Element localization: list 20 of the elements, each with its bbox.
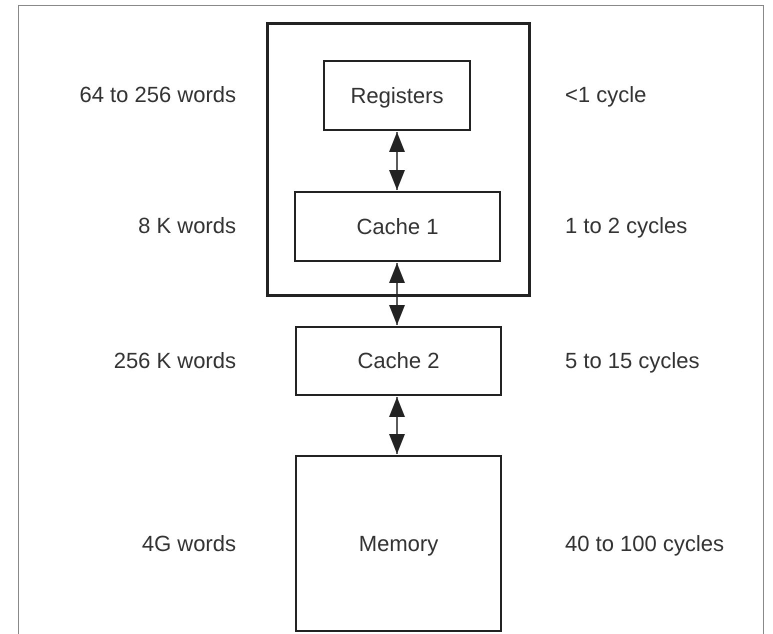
double-arrow bbox=[389, 397, 405, 454]
double-arrow bbox=[389, 132, 405, 190]
access-time-label: 1 to 2 cycles bbox=[565, 213, 688, 239]
capacity-label: 4G words bbox=[142, 531, 236, 557]
enclosing-box bbox=[266, 22, 531, 297]
capacity-label: 256 K words bbox=[114, 348, 236, 374]
level-name: Memory bbox=[358, 530, 438, 556]
capacity-label: 8 K words bbox=[138, 213, 236, 239]
memory-level-box bbox=[323, 60, 471, 131]
access-time-label: <1 cycle bbox=[565, 82, 646, 108]
capacity-label: 64 to 256 words bbox=[79, 82, 236, 108]
level-name: Cache 1 bbox=[356, 214, 438, 240]
level-name: Registers bbox=[350, 82, 444, 108]
access-time-label: 40 to 100 cycles bbox=[565, 531, 724, 557]
memory-level-box bbox=[295, 326, 502, 396]
double-arrow bbox=[389, 263, 405, 325]
level-name: Cache 2 bbox=[358, 348, 440, 374]
access-time-label: 5 to 15 cycles bbox=[565, 348, 700, 374]
memory-level-box bbox=[295, 455, 502, 632]
memory-level-box bbox=[294, 191, 501, 262]
